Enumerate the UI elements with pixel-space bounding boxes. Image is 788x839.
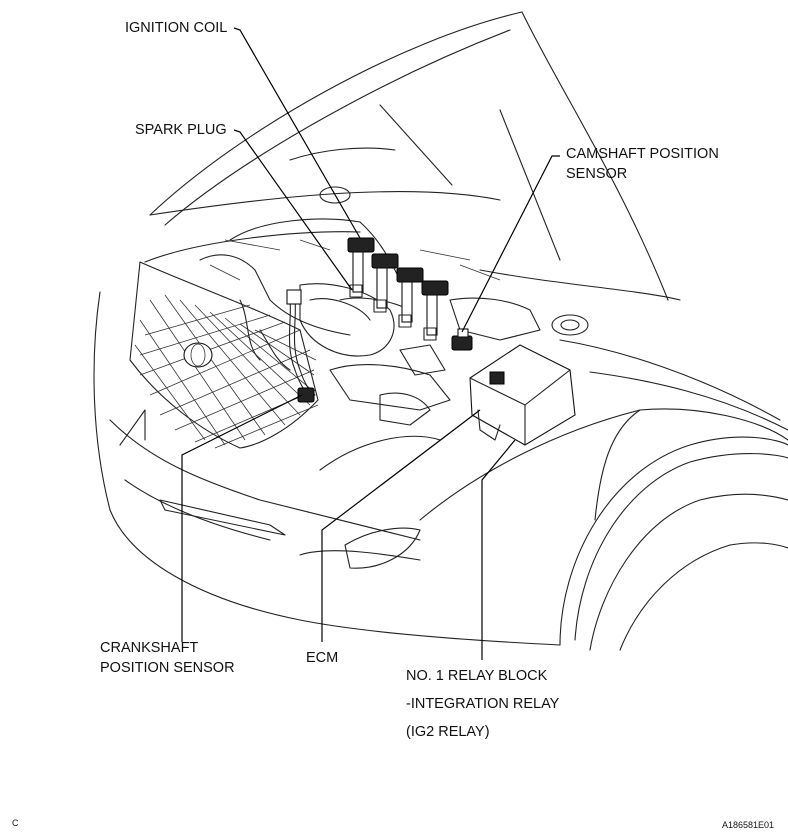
label-camshaft-line-2: SENSOR (566, 166, 628, 182)
leader-relay (481, 439, 516, 660)
ignition-coils (347, 237, 449, 341)
figure-id: A186581E01 (722, 820, 775, 830)
corner-letter: C (12, 818, 19, 828)
front-bumper (109, 409, 441, 569)
label-spark-plug: SPARK PLUG (135, 122, 227, 138)
hood (149, 11, 669, 301)
car-body (93, 231, 788, 646)
label-ignition-coil: IGNITION COIL (125, 20, 228, 36)
leader-ignition-coil (233, 27, 361, 239)
ignition-coil-3 (396, 267, 424, 328)
front-grille (129, 261, 319, 449)
ignition-coil-4 (421, 280, 449, 341)
leader-spark-plug (233, 129, 353, 291)
label-crankshaft-line-1: CRANKSHAFT (100, 640, 199, 656)
label-camshaft-line-1: CAMSHAFT POSITION (566, 146, 719, 162)
leader-camshaft (461, 155, 560, 333)
label-camshaft-position-sensor: CAMSHAFT POSITION SENSOR (566, 146, 719, 183)
crankshaft-sensor-part (286, 289, 316, 403)
label-relay-block: NO. 1 RELAY BLOCK -INTEGRATION RELAY (IG… (406, 668, 559, 741)
ecm-part (469, 344, 576, 446)
label-ecm: ECM (306, 650, 339, 666)
front-wheel (559, 436, 788, 651)
camshaft-sensor-part (451, 328, 473, 351)
label-relay-line-1: NO. 1 RELAY BLOCK (406, 668, 548, 684)
leader-lines (181, 27, 560, 660)
engine (199, 186, 589, 426)
label-crankshaft-position-sensor: CRANKSHAFT POSITION SENSOR (100, 640, 235, 677)
ignition-coil-1 (347, 237, 375, 298)
label-crankshaft-line-2: POSITION SENSOR (100, 660, 235, 676)
label-relay-line-2: -INTEGRATION RELAY (406, 696, 560, 712)
leader-ecm (321, 409, 481, 642)
leader-crankshaft (181, 394, 303, 642)
ignition-coil-2 (371, 253, 399, 313)
label-relay-line-3: (IG2 RELAY) (406, 724, 490, 740)
